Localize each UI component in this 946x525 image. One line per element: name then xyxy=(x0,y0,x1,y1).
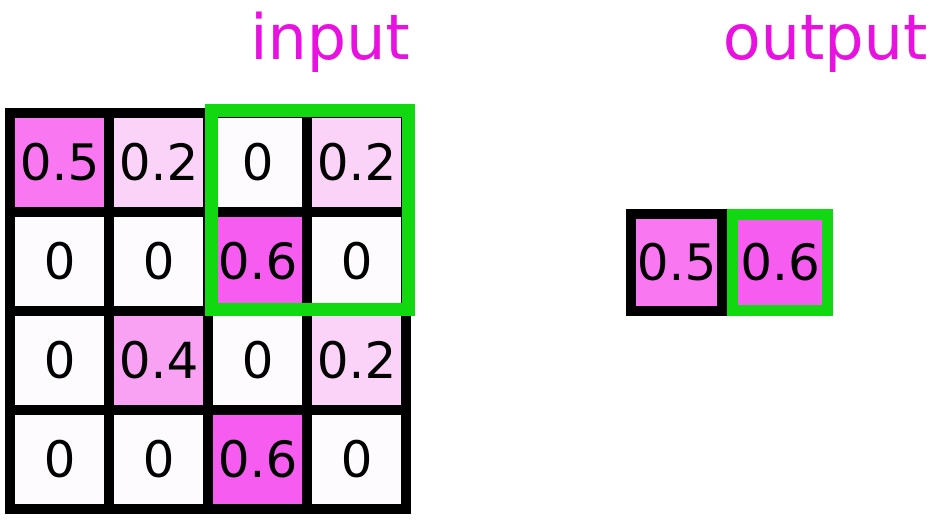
input-grid-cell: 0.4 xyxy=(114,316,203,405)
input-grid-cell: 0 xyxy=(15,415,104,504)
input-grid-cell: 0 xyxy=(114,415,203,504)
input-grid-cell: 0.2 xyxy=(114,118,203,207)
input-grid-cell: 0 xyxy=(213,316,302,405)
input-grid-cell: 0.6 xyxy=(213,217,302,306)
output-title: output xyxy=(722,1,928,74)
input-grid-cell: 0.5 xyxy=(15,118,104,207)
input-grid-cell: 0 xyxy=(15,316,104,405)
input-grid-cell: 0.2 xyxy=(312,316,401,405)
input-grid-cell: 0.6 xyxy=(213,415,302,504)
output-grid-cell-highlighted: 0.6 xyxy=(727,209,833,316)
input-grid-cell: 0 xyxy=(15,217,104,306)
input-grid-cell: 0.2 xyxy=(312,118,401,207)
input-grid-cell: 0 xyxy=(213,118,302,207)
output-grid-cell: 0.5 xyxy=(626,209,727,316)
input-title: input xyxy=(250,1,410,74)
input-grid-cell: 0 xyxy=(312,217,401,306)
input-grid-cell: 0 xyxy=(312,415,401,504)
input-grid-cell: 0 xyxy=(114,217,203,306)
